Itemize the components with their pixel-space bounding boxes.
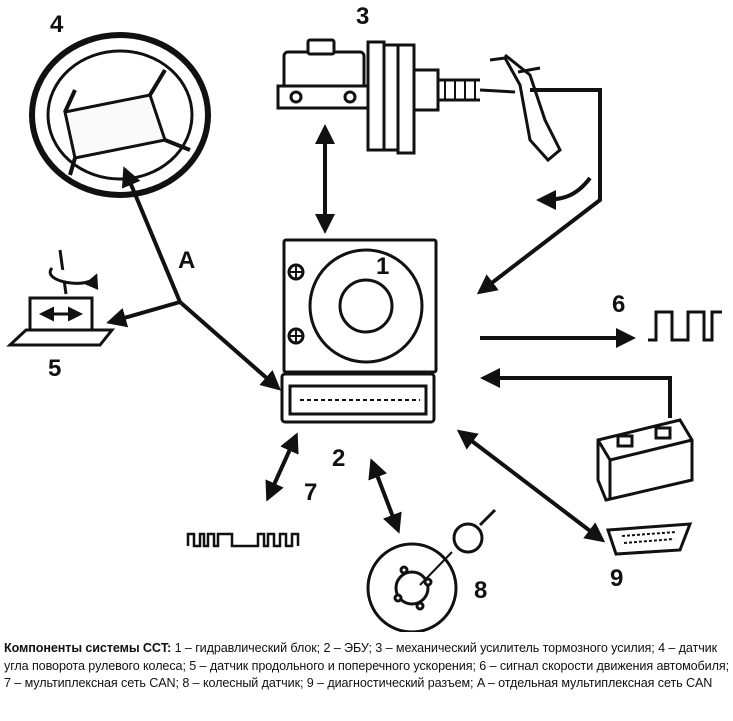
figure-caption: Компоненты системы CCT: 1 – гидравлическ… (4, 640, 729, 693)
callout-a: A (178, 247, 195, 274)
steering-wheel (29, 32, 211, 198)
callout-6: 6 (612, 291, 625, 318)
callout-7: 7 (304, 479, 317, 506)
callout-2: 2 (332, 445, 345, 472)
callout-4: 4 (50, 11, 64, 38)
caption-text: 1 – гидравлический блок; 2 – ЭБУ; 3 – ме… (4, 641, 729, 690)
hydraulic-block (282, 238, 438, 374)
diagnostic-connector (605, 522, 693, 556)
acceleration-sensor (6, 249, 116, 347)
wheel-speed-sensor (366, 508, 497, 632)
callout-3: 3 (356, 3, 369, 30)
cct-system-diagram: 4 3 1 A 5 6 2 7 8 9 (6, 3, 722, 632)
brake-booster (276, 38, 562, 163)
battery (596, 418, 694, 502)
speed-signal-waveform (648, 310, 722, 342)
callout-8: 8 (474, 577, 487, 604)
callout-1: 1 (376, 253, 389, 280)
caption-heading: Компоненты системы CCT: (4, 641, 172, 655)
can-signal-waveform (186, 532, 300, 548)
connection-arrows (106, 88, 672, 543)
pedal-return-arrow (536, 176, 592, 210)
ecu-unit (280, 372, 436, 424)
callout-9: 9 (610, 565, 623, 592)
callout-5: 5 (48, 355, 61, 382)
